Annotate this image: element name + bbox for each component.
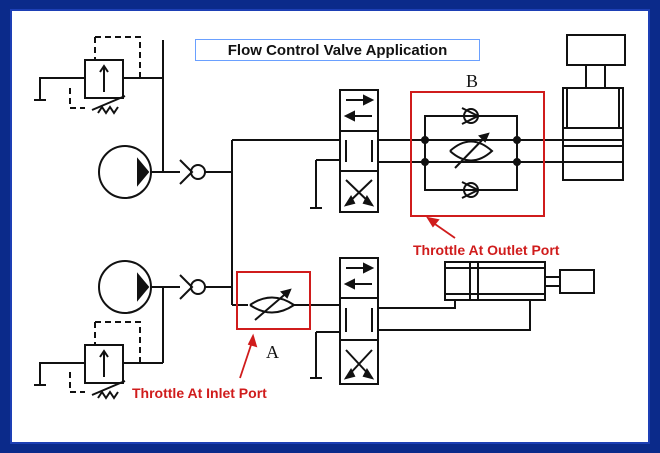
check-valve-bottom (179, 274, 232, 300)
outlet-arrow-head (426, 216, 440, 228)
pump-top (98, 40, 180, 199)
pump-arrow-bottom (137, 272, 150, 302)
inlet-arrow-head (247, 333, 258, 348)
line-cyl-upper (378, 300, 456, 309)
pump-arrow-top (137, 157, 150, 187)
highlight-box-a (236, 271, 311, 330)
cylinder-top (562, 34, 626, 181)
directional-valve-top (310, 89, 379, 213)
directional-valve-bottom (310, 257, 379, 385)
label-a: A (266, 342, 279, 362)
label-inlet-port: Throttle At Inlet Port (132, 385, 267, 401)
relief-valve-bottom (34, 321, 163, 400)
label-b: B (466, 71, 478, 91)
diagram-canvas: Flow Control Valve Application (10, 9, 650, 444)
inlet-arrow (239, 341, 253, 379)
check-valve-top (179, 159, 232, 185)
line-cyl-lower (378, 300, 531, 331)
cylinder-bottom (444, 261, 595, 301)
flow-control-b (421, 107, 521, 199)
relief-valve-top (34, 36, 163, 115)
pump-bottom (98, 260, 180, 363)
outlet-arrow (431, 221, 456, 239)
label-outlet-port: Throttle At Outlet Port (413, 242, 560, 258)
highlight-box-b (410, 91, 545, 217)
diagram-title: Flow Control Valve Application (195, 39, 480, 61)
